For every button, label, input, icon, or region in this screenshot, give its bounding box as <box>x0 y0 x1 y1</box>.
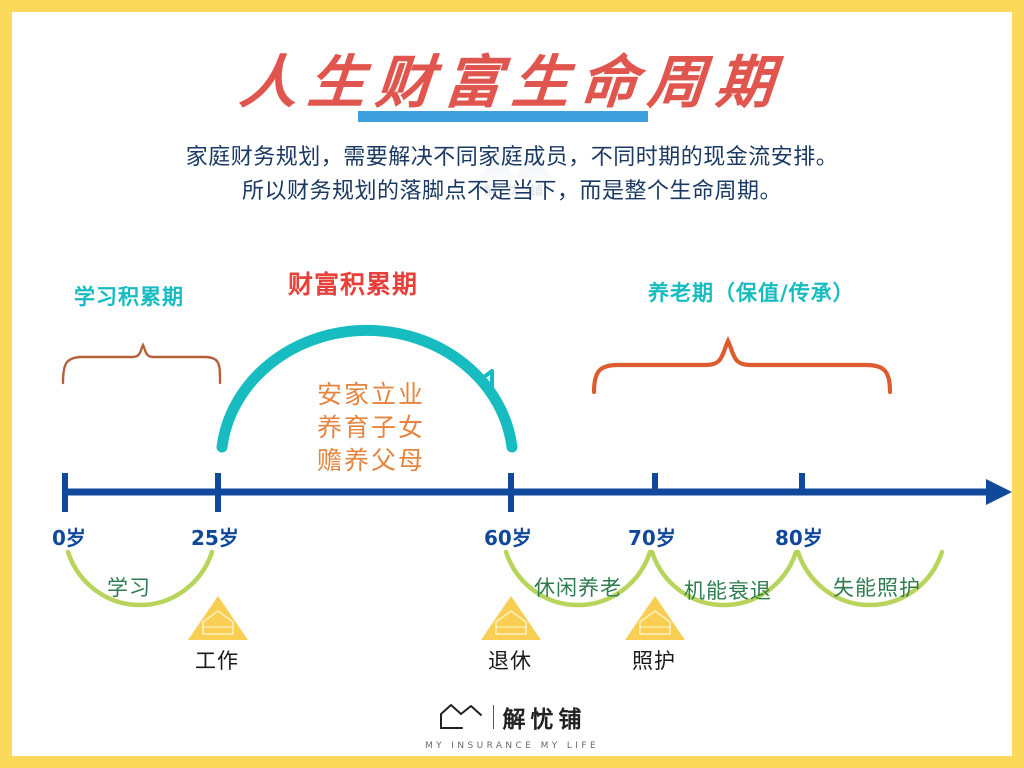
age-label-70: 70岁 <box>628 526 676 550</box>
subtitle-line-2: 所以财务规划的落脚点不是当下，而是整个生命周期。 <box>241 179 782 204</box>
title-underline <box>358 111 648 122</box>
subtitle-line-1: 家庭财务规划，需要解决不同家庭成员，不同时期的现金流安排。 <box>185 145 839 170</box>
age-label-80: 80岁 <box>775 526 823 550</box>
brace-study <box>61 342 222 385</box>
segment-label-study: 学习 <box>107 576 151 600</box>
phase-label-retirement: 养老期（保值/传承） <box>648 281 855 305</box>
arc-study <box>65 549 215 608</box>
age-label-0: 0岁 <box>52 526 86 550</box>
phase-label-study: 学习积累期 <box>74 285 184 309</box>
age-label-60: 60岁 <box>484 526 532 550</box>
logo-divider <box>492 705 494 729</box>
arc-leisure <box>503 549 653 608</box>
segment-label-decline: 机能衰退 <box>684 579 772 603</box>
event-label-work: 工作 <box>195 649 239 673</box>
arch-line-2: 养育子女 <box>316 413 425 442</box>
segment-label-care: 失能照护 <box>833 576 921 600</box>
brace-retirement <box>591 335 893 395</box>
house-triangle-icon-work <box>188 596 248 640</box>
arc-decline <box>649 549 799 608</box>
age-label-25: 25岁 <box>191 526 239 550</box>
event-label-care: 照护 <box>632 649 676 673</box>
phase-label-wealth: 财富积累期 <box>288 270 419 299</box>
arch-wealth <box>216 324 518 453</box>
logo-tagline: MY INSURANCE MY LIFE <box>424 741 600 751</box>
house-roof-icon <box>439 704 482 729</box>
watermark: 解 忧 铺 <box>455 150 575 199</box>
arch-line-3: 赡养父母 <box>316 446 425 475</box>
event-markers <box>188 596 685 640</box>
arc-care <box>795 549 945 608</box>
lower-arcs <box>65 549 945 608</box>
arch-line-1: 安家立业 <box>316 380 425 409</box>
event-label-retire: 退休 <box>488 649 532 673</box>
house-triangle-icon-retire <box>481 596 541 640</box>
arch-inner-text: 安家立业 养育子女 赡养父母 <box>306 378 436 477</box>
house-triangle-icon-care <box>625 596 685 640</box>
timeline-axis <box>62 473 1012 512</box>
watermark-text: 解 忧 铺 <box>483 184 547 199</box>
logo-name: 解忧铺 <box>502 707 587 733</box>
segment-label-leisure: 休闲养老 <box>534 576 622 600</box>
subtitle: 家庭财务规划，需要解决不同家庭成员，不同时期的现金流安排。 所以财务规划的落脚点… <box>0 141 1024 209</box>
brand-logo: 解忧铺 MY INSURANCE MY LIFE <box>0 700 1024 751</box>
